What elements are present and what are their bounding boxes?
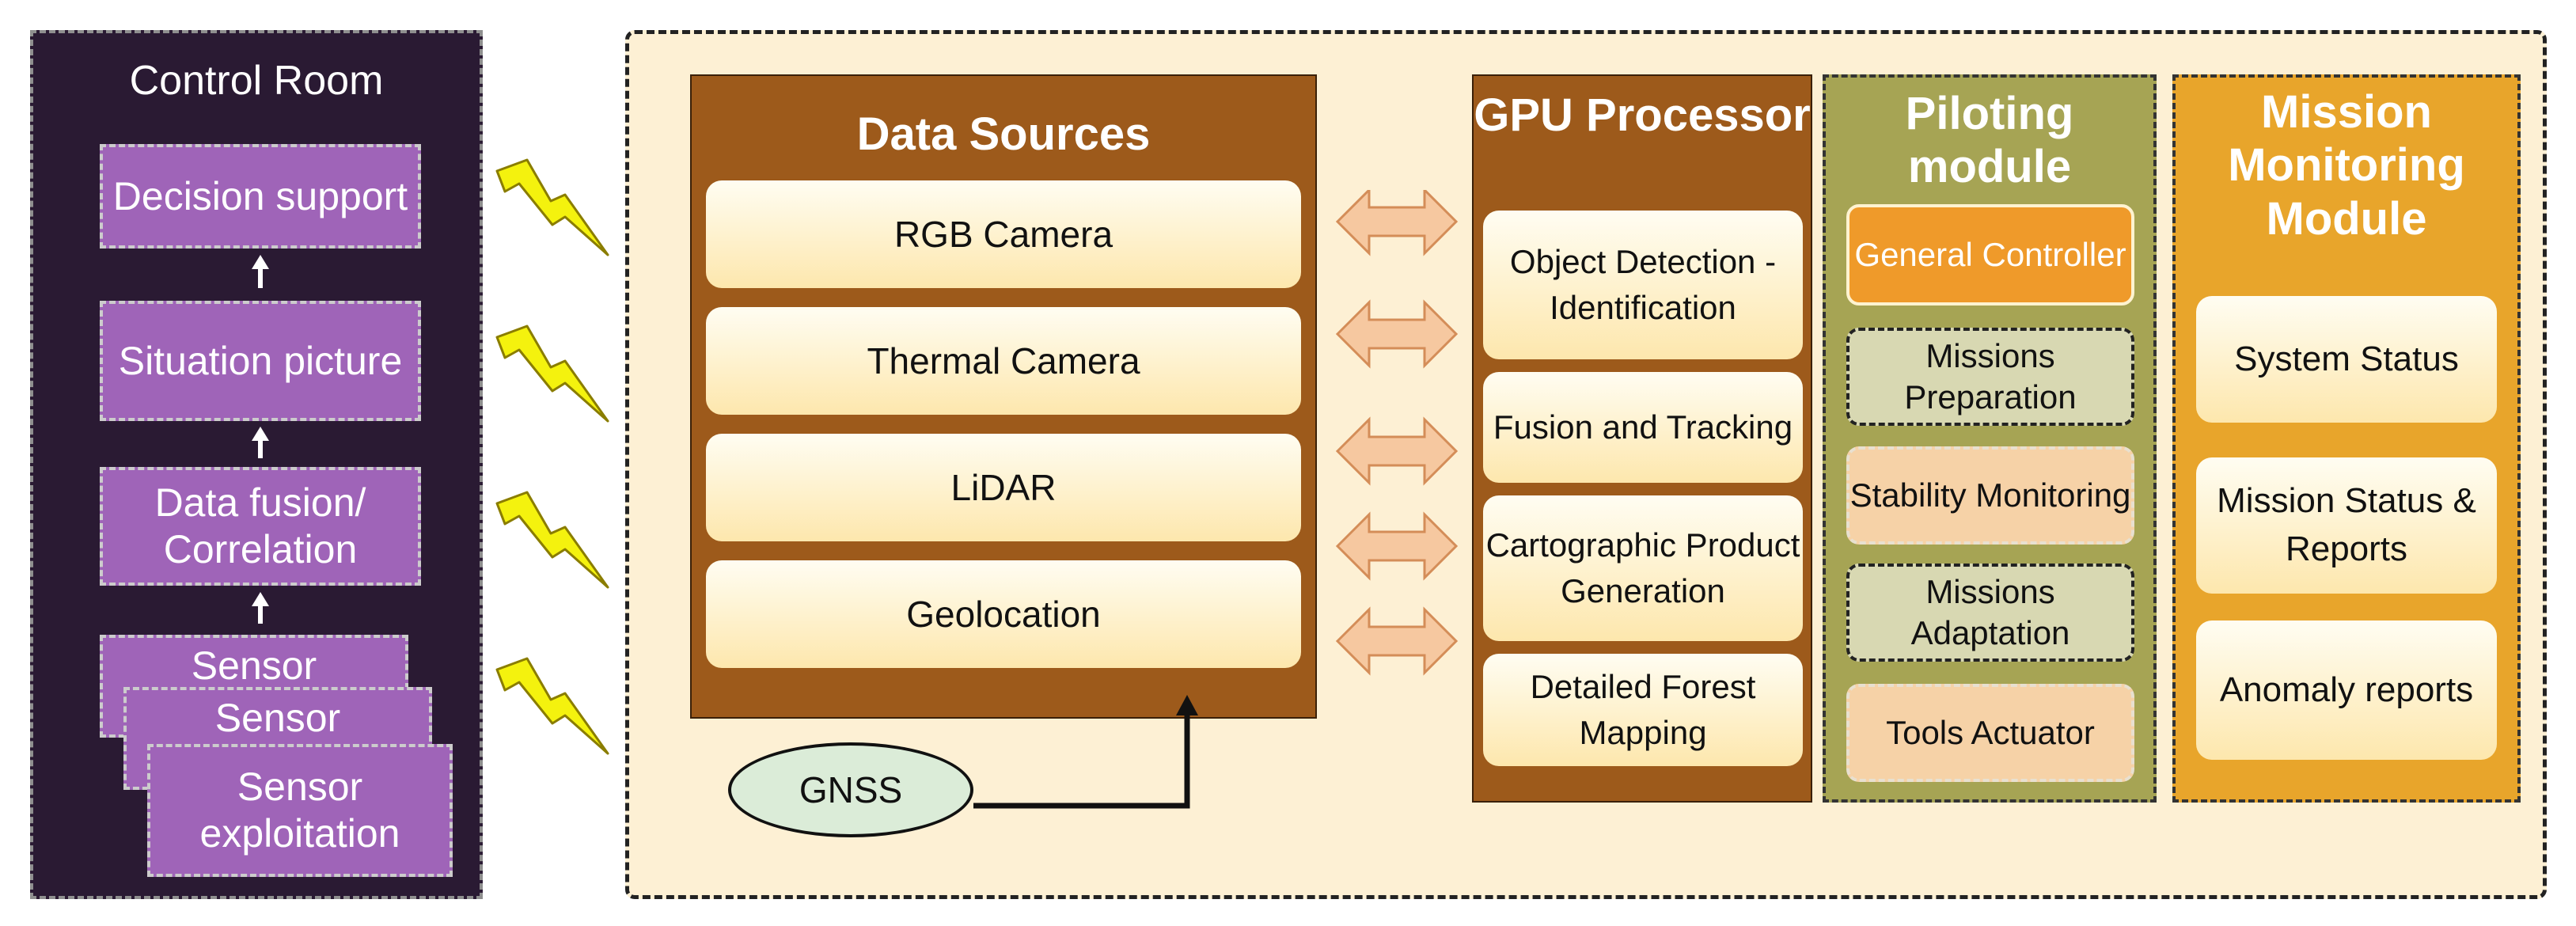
data-fusion-box: Data fusion/ Correlation — [100, 467, 421, 586]
rgb-camera-box: RGB Camera — [706, 180, 1301, 288]
up-arrow-icon — [252, 255, 269, 288]
geolocation-box: Geolocation — [706, 560, 1301, 668]
gpu-processor-panel: GPU Processor Object Detection - Identif… — [1472, 74, 1812, 803]
up-arrow-icon — [252, 592, 269, 624]
lidar-box: LiDAR — [706, 434, 1301, 541]
data-sources-panel: Data Sources RGB Camera Thermal Camera L… — [690, 74, 1317, 719]
data-exchange-arrows — [1336, 190, 1458, 674]
decision-support-box: Decision support — [100, 144, 421, 249]
lightning-icon — [495, 491, 609, 589]
control-room-title: Control Room — [129, 58, 384, 104]
sensor-exploitation-box: Sensor exploitation — [147, 744, 453, 877]
mission-monitoring-panel: Mission Monitoring Module System Status … — [2172, 74, 2521, 803]
up-arrow-icon — [252, 427, 269, 458]
missions-preparation-box: Missions Preparation — [1846, 328, 2134, 426]
data-sources-title: Data Sources — [856, 108, 1151, 160]
gpu-title: GPU Processor — [1474, 89, 1811, 141]
thermal-camera-box: Thermal Camera — [706, 307, 1301, 415]
double-arrow-icon — [1336, 513, 1458, 579]
wireless-links — [495, 158, 609, 755]
double-arrow-icon — [1336, 608, 1458, 674]
fusion-tracking-box: Fusion and Tracking — [1483, 372, 1803, 483]
stability-monitoring-box: Stability Monitoring — [1846, 446, 2134, 545]
cartographic-generation-box: Cartographic Product Generation — [1483, 495, 1803, 641]
piloting-title: Piloting module — [1905, 88, 2074, 193]
lightning-icon — [495, 158, 609, 256]
piloting-module-panel: Piloting module General Controller Missi… — [1823, 74, 2157, 803]
situation-picture-box: Situation picture — [100, 301, 421, 421]
forest-mapping-box: Detailed Forest Mapping — [1483, 654, 1803, 766]
lightning-icon — [495, 324, 609, 423]
general-controller-box: General Controller — [1846, 204, 2134, 306]
double-arrow-icon — [1336, 190, 1458, 255]
gnss-node: GNSS — [728, 742, 973, 837]
double-arrow-icon — [1336, 418, 1458, 484]
object-detection-box: Object Detection - Identification — [1483, 211, 1803, 359]
missions-adaptation-box: Missions Adaptation — [1846, 564, 2134, 662]
double-arrow-icon — [1336, 301, 1458, 367]
arrowhead-icon — [1176, 695, 1198, 715]
control-room-panel: Control Room Decision support Situation … — [30, 30, 483, 899]
mission-title: Mission Monitoring Module — [2228, 86, 2465, 245]
lightning-icon — [495, 657, 609, 755]
mission-status-reports-box: Mission Status & Reports — [2196, 457, 2497, 594]
tools-actuator-box: Tools Actuator — [1846, 684, 2134, 782]
anomaly-reports-box: Anomaly reports — [2196, 620, 2497, 760]
gnss-connector — [973, 695, 1198, 809]
system-status-box: System Status — [2196, 296, 2497, 423]
